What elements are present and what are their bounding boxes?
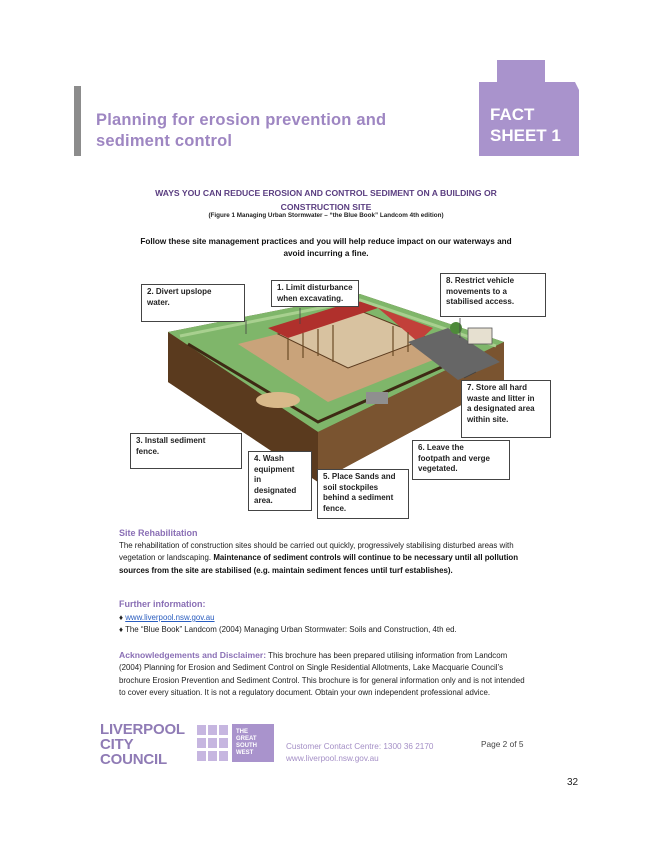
figure-caption: (Figure 1 Managing Urban Stormwater – “t… [208,212,444,219]
further-info-list: ♦ www.liverpool.nsw.gov.au ♦ The “Blue B… [119,612,531,637]
great-south-west-logo-box [232,724,274,762]
further-info-heading: Further information: [119,599,206,609]
contact-details: Customer Contact Centre: 1300 36 2170 ww… [286,742,434,763]
acknowledgements-heading: Acknowledgements and Disclaimer: [119,650,267,660]
document-folio: 32 [567,777,579,788]
fact-sheet-label: FACT SHEET 1 [490,105,561,145]
roof-left [268,300,378,338]
neighbour-house [467,327,493,345]
council-website-link[interactable]: www.liverpool.nsw.gov.au [125,613,215,622]
tree [450,322,462,334]
list-item: ♦ www.liverpool.nsw.gov.au [119,613,215,622]
acknowledgements-paragraph: Acknowledgements and Disclaimer: This br… [119,650,525,697]
waste-bin [366,392,388,404]
header-accent-bar [74,86,81,156]
page-number: Page 2 of 5 [481,739,524,749]
roof-right [358,300,433,342]
rehab-paragraph: The rehabilitation of construction sites… [119,541,519,575]
great-south-west-logo-mark [197,725,228,761]
soil-section-left [168,332,318,482]
stabilised-access [408,328,500,380]
list-item: ♦ The “Blue Book” Landcom (2004) Managin… [119,625,457,635]
liverpool-city-council-logo: LIVERPOOL CITY COUNCIL [100,721,185,768]
section-heading: WAYS YOU CAN REDUCE EROSION AND CONTROL … [155,188,497,212]
rehab-heading: Site Rehabilitation [119,528,198,538]
callout-leaders [245,308,477,379]
great-south-west-logo-text: THE GREAT SOUTH WEST [236,729,257,756]
page-title: Planning for erosion prevention and sedi… [96,111,387,150]
construction-site-illustration [168,294,504,482]
sediment-fence [187,342,481,424]
intro-text: Follow these site management practices a… [140,237,512,258]
wall-studs [287,325,409,362]
fact-sheet-badge [479,60,579,156]
sand-stockpile [256,392,300,408]
